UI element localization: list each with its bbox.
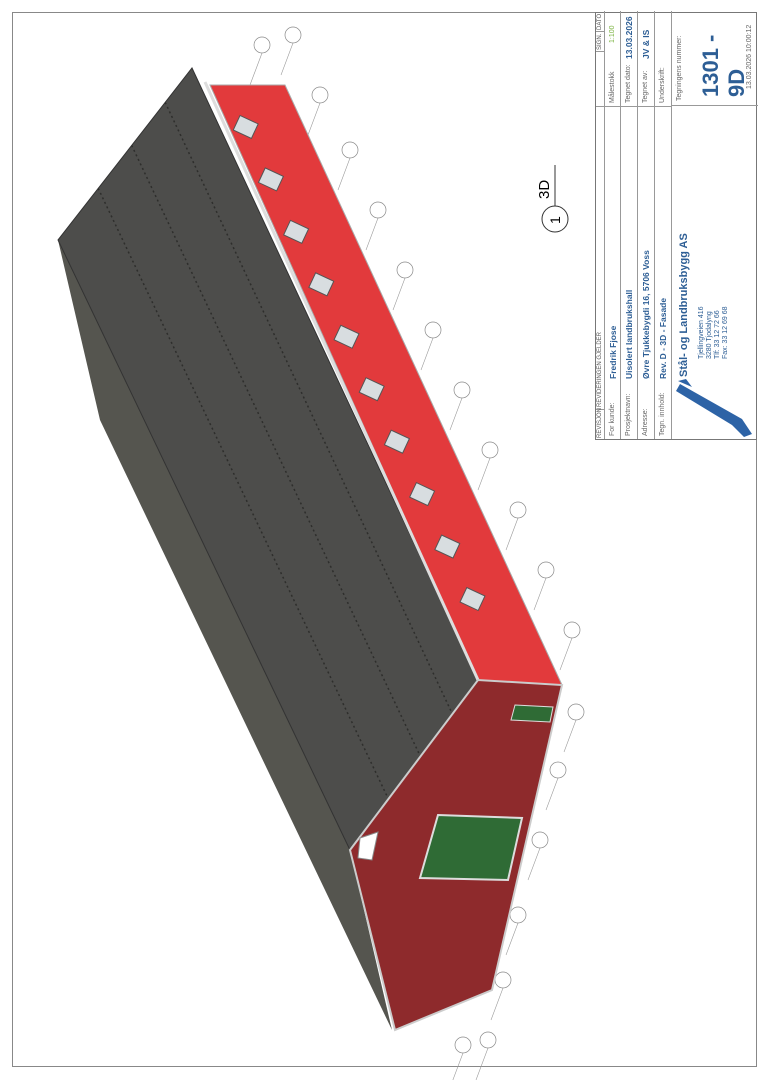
grid-bubble [284, 26, 302, 44]
row-drawn-date: Tegnet dato:13.03.2026 [621, 11, 638, 106]
grid-bubble [549, 761, 567, 779]
grid-bubble [424, 321, 442, 339]
grid-leader [477, 457, 491, 491]
row-customer: For kunde:Fredrik Fjose [605, 106, 621, 439]
view-number: 1 [547, 216, 563, 224]
date-header: DATO [596, 11, 605, 31]
grid-leader [420, 337, 434, 371]
grid-bubble [509, 501, 527, 519]
sheet-frame [12, 12, 757, 1067]
window [358, 377, 385, 402]
window [434, 534, 461, 559]
company-logo [676, 379, 752, 437]
grid-bubble [537, 561, 555, 579]
row-signature: Underskrift: [655, 11, 672, 106]
grid-bubble [531, 831, 549, 849]
view-label-circle [541, 165, 569, 233]
grid-leader [505, 922, 519, 956]
gable-small-door [510, 704, 554, 723]
company-name: Stål- og Landbruksbygg AS [678, 233, 690, 377]
grid-leader [307, 102, 321, 136]
title-block: REVISJON REVIDERINGEN GJELDER SIGN. DATO… [595, 11, 758, 440]
revision-applies-cell: REVIDERINGEN GJELDER [596, 106, 605, 409]
window [459, 586, 486, 612]
grid-leader [475, 1047, 489, 1080]
grid-leader [280, 42, 294, 76]
grid-bubble [341, 141, 359, 159]
gable-vent [357, 831, 379, 861]
grid-leader [563, 719, 577, 753]
drawing-number-label: Tegningens nummer: [676, 35, 683, 101]
grid-leader [490, 987, 504, 1021]
drawing-number: 1301 - 9D [698, 34, 749, 97]
grid-leader [533, 577, 547, 611]
row-address: Adresse:Øvre Tjukkebygdi 16, 5706 Voss [638, 106, 655, 439]
eave-trim [203, 81, 480, 681]
window [383, 429, 411, 454]
window [308, 272, 335, 297]
sign-header: SIGN. [596, 31, 605, 51]
grid-bubble [567, 703, 585, 721]
grid-leader-lines [249, 26, 585, 1080]
window [232, 114, 259, 140]
grid-leader [449, 397, 463, 431]
view-name: 3D [536, 179, 553, 199]
grid-leader [337, 157, 351, 191]
window [333, 324, 360, 349]
view-label: 1 3D [535, 155, 575, 235]
side-windows [232, 114, 486, 612]
grid-leader [505, 517, 519, 551]
row-project: Prosjektnavn:Uisolert landbrukshall [621, 106, 638, 439]
print-timestamp: 13.03.2026 10:00:12 [746, 24, 753, 89]
window [283, 219, 310, 245]
grid-leader [249, 52, 263, 86]
row-drawn-by: Tegnet av:JV & IS [638, 11, 655, 106]
grid-bubble [479, 1031, 497, 1049]
grid-leader [392, 277, 406, 311]
revision-header-cell: REVISJON [596, 407, 605, 439]
grid-leader [452, 1052, 464, 1080]
grid-bubble [311, 86, 329, 104]
grid-bubble [494, 971, 512, 989]
gable-door [418, 813, 524, 882]
grid-bubble [481, 441, 499, 459]
grid-leader [365, 217, 379, 251]
grid-bubble [453, 381, 471, 399]
company-address: Tjellingveien 416 3280 Tjodalyng Tlf: 33… [698, 306, 729, 359]
grid-bubble [454, 1036, 472, 1054]
row-content: Tegn. innhold:Rev. D - 3D - Fasade [655, 106, 672, 439]
window [408, 481, 436, 507]
grid-leader [559, 637, 573, 671]
grid-bubble [253, 36, 271, 54]
grid-bubble [509, 906, 527, 924]
grid-bubble [369, 201, 387, 219]
grid-bubble [563, 621, 581, 639]
grid-bubble [396, 261, 414, 279]
window [257, 167, 285, 192]
grid-leader [527, 847, 541, 881]
roof-far-slope [58, 240, 392, 1030]
grid-leader [545, 777, 559, 811]
